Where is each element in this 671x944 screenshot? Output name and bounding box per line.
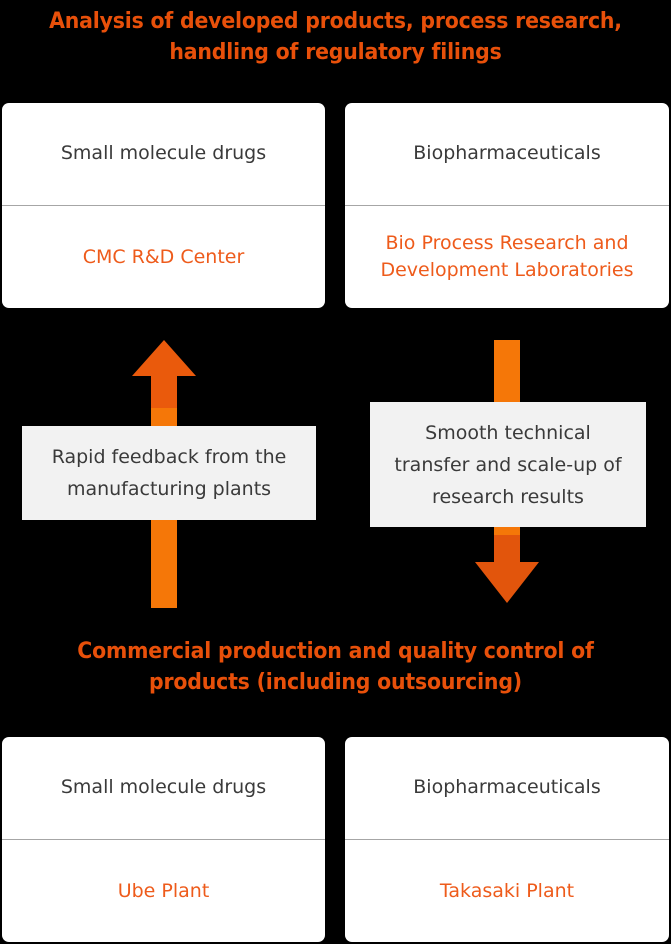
card-facility-label: Bio Process Research and Development Lab… xyxy=(380,231,634,281)
card-facility-label: Takasaki Plant xyxy=(439,879,575,902)
card-cmc-rd-center[interactable]: Small molecule drugs CMC R&D Center xyxy=(2,103,325,308)
page-title-top: Analysis of developed products, process … xyxy=(49,9,622,65)
card-facility-label: CMC R&D Center xyxy=(82,245,245,268)
card-ube-plant[interactable]: Small molecule drugs Ube Plant xyxy=(2,737,325,942)
card-category-label: Small molecule drugs xyxy=(2,103,325,206)
card-category-label: Biopharmaceuticals xyxy=(345,103,669,206)
flow-label-right: Smooth technical transfer and scale-up o… xyxy=(370,402,646,527)
page-title-bottom: Commercial production and quality contro… xyxy=(77,639,594,695)
card-facility-label: Ube Plant xyxy=(117,879,210,902)
card-category-label: Biopharmaceuticals xyxy=(345,737,669,840)
card-takasaki-plant[interactable]: Biopharmaceuticals Takasaki Plant xyxy=(345,737,669,942)
flow-label-left: Rapid feedback from the manufacturing pl… xyxy=(22,426,316,520)
card-category-label: Small molecule drugs xyxy=(2,737,325,840)
card-bio-process-labs[interactable]: Biopharmaceuticals Bio Process Research … xyxy=(345,103,669,308)
